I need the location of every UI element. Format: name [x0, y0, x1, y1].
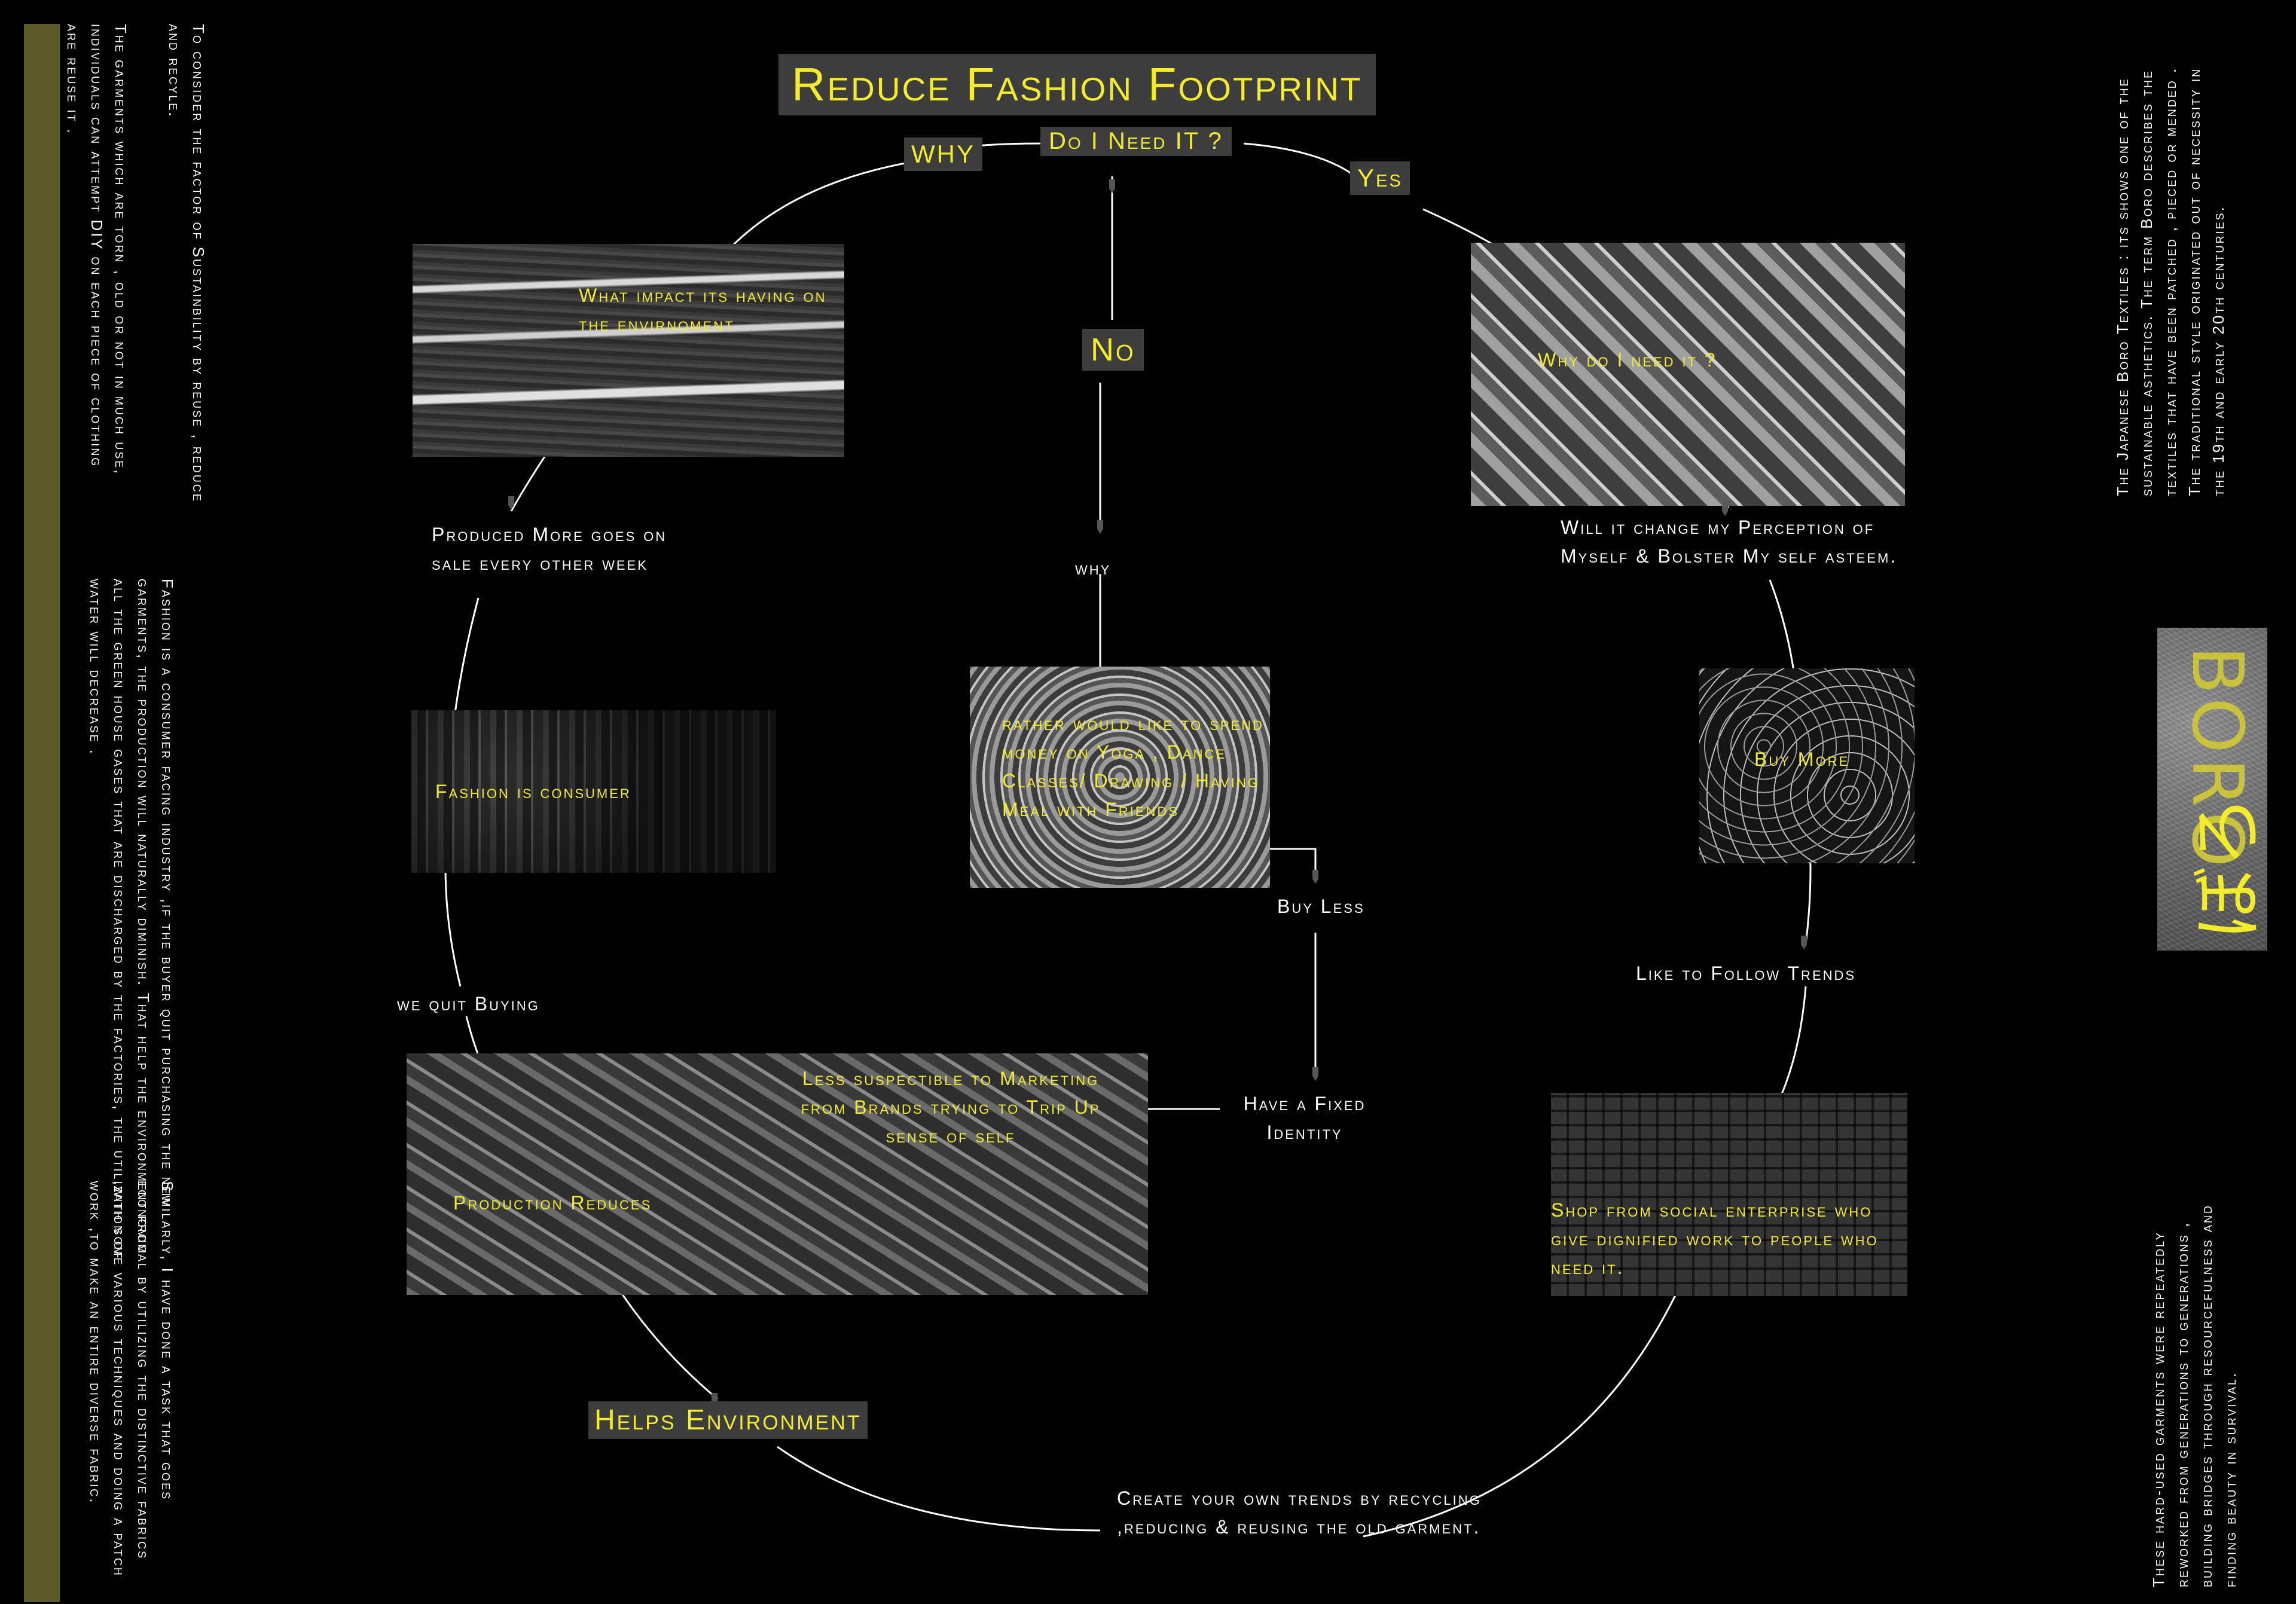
why-small-text: why — [1075, 557, 1112, 579]
follow-trends-text: Like to Follow Trends — [1636, 963, 1857, 984]
texture-image-impact — [413, 244, 844, 457]
why-need-text: Why do I need it ? — [1538, 349, 1717, 371]
buy-less-text: Buy Less — [1277, 896, 1365, 917]
texture-image-production — [407, 1053, 1148, 1295]
less-susceptible-text: Less suspectible to Marketing from Brand… — [801, 1068, 1101, 1147]
boro-card: BORO ぼろ — [2157, 628, 2270, 951]
shop-social-text: Shop from social enterprise who give dig… — [1551, 1199, 1879, 1278]
impact-text: What impact its having on the envirnomen… — [579, 285, 827, 335]
arc-top-right — [1243, 142, 1352, 175]
do-i-need-it-label: Do I Need IT ? — [1040, 127, 1232, 156]
produced-more-text: Produced More goes on sale every other w… — [432, 524, 667, 574]
branch-no-label: No — [1082, 329, 1144, 371]
arc-helps-create — [777, 1446, 1101, 1532]
texture-image-whyneed — [1471, 243, 1905, 506]
buy-more-text: Buy More — [1754, 748, 1850, 770]
texture-image-rather — [970, 667, 1270, 888]
texture-image-fashion — [411, 710, 776, 873]
olive-side-bar — [24, 24, 60, 1602]
fixed-identity-text: Have a Fixed Identity — [1243, 1093, 1366, 1143]
perception-text: Will it change my Perception of Myself &… — [1561, 517, 1898, 567]
texture-image-shop — [1551, 1093, 1907, 1296]
page-title: Reduce Fashion Footprint — [778, 54, 1376, 115]
branch-yes-label: Yes — [1350, 161, 1410, 195]
create-trends-text: Create your own trends by recycling ,red… — [1117, 1487, 1482, 1538]
helps-environment-label: Helps Environment — [588, 1401, 868, 1439]
arc-fashion-quit — [444, 866, 462, 987]
quit-buying-text: we quit Buying — [397, 993, 540, 1015]
rather-text: rather would like to spend money on Yoga… — [1002, 713, 1264, 820]
fashion-consumer-text: Fashion is consumer — [435, 781, 631, 802]
arc-shop-create — [1363, 1285, 1681, 1538]
texture-image-buymore — [1699, 668, 1915, 863]
branch-why-label: WHY — [904, 138, 982, 171]
production-reduces-text: Production Reduces — [453, 1192, 652, 1214]
